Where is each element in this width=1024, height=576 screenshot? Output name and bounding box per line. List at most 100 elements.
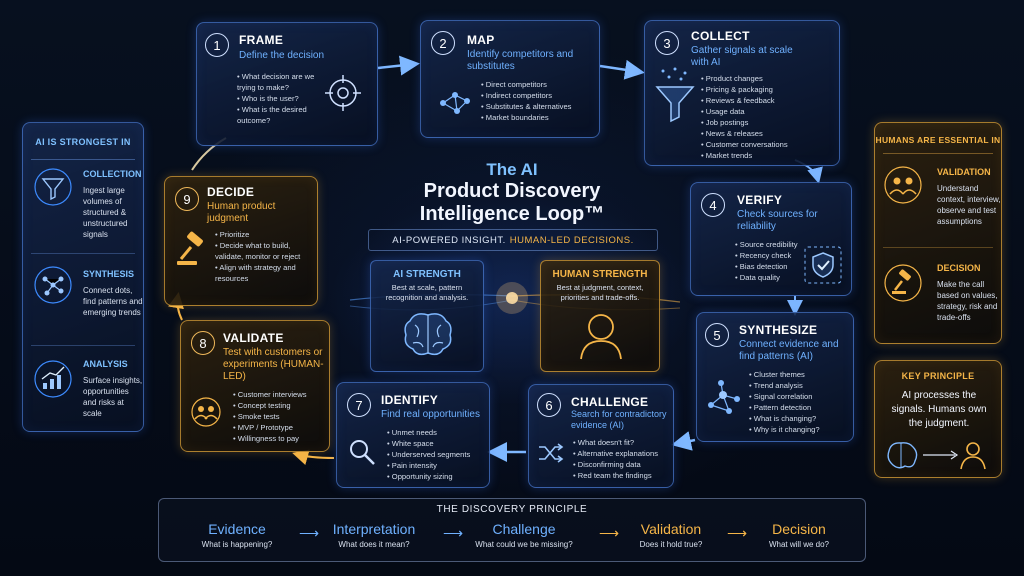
arrow-right-icon: ⟶: [599, 525, 620, 541]
step-collect-card[interactable]: 3 COLLECT Gather signals at scale with A…: [644, 20, 840, 166]
bullet: What is changing?: [749, 413, 849, 424]
principle-question: What is happening?: [201, 540, 273, 549]
step-subtitle: Check sources for reliability: [737, 209, 818, 232]
principle-word: Challenge: [492, 521, 556, 537]
arrow-2-3: [599, 59, 645, 80]
title-line1: The AI: [486, 160, 538, 179]
title-line2: Product Discovery: [423, 180, 601, 202]
bullet: Unmet needs: [387, 427, 487, 438]
bullet: Customer conversations: [701, 139, 831, 150]
step-subtitle: Search for contradictory evidence (AI): [571, 409, 667, 430]
human-strength-desc: Best at judgment, context, priorities an…: [556, 283, 644, 302]
item-desc: Ingest large volumes of structured & uns…: [83, 186, 128, 239]
tagline-ai: AI-POWERED INSIGHT.: [392, 234, 506, 246]
item-title: DECISION: [937, 263, 981, 273]
shield-check-icon: [804, 246, 842, 284]
step-verify-card[interactable]: 4 VERIFY Check sources for reliability S…: [690, 182, 852, 296]
step-validate-card[interactable]: 8 VALIDATE Test with customers or experi…: [180, 320, 330, 452]
step-bullets: Cluster themes Trend analysis Signal cor…: [749, 369, 849, 435]
people-icon: [191, 397, 221, 427]
cluster-network-icon: [708, 380, 740, 414]
people-icon: [884, 166, 922, 204]
step-number: 5: [705, 323, 729, 347]
step-map-card[interactable]: 2 MAP Identify competitors and substitut…: [420, 20, 600, 138]
principle-step-interpretation: Interpretation What does it mean?: [319, 521, 429, 549]
item-desc: Surface insights, opportunities and risk…: [83, 376, 143, 418]
principle-question: Does it hold true?: [639, 540, 703, 549]
network-icon: [34, 266, 72, 304]
bullet: Disconfirming data: [573, 459, 673, 470]
bullet: Who is the user?: [237, 93, 317, 104]
step-frame-card[interactable]: 1 FRAME Define the decision What decisio…: [196, 22, 378, 146]
gavel-icon: [177, 231, 203, 265]
item-desc: Understand context, interview, observe a…: [937, 184, 1001, 226]
bullet: Signal correlation: [749, 391, 849, 402]
arrow-1-2: [377, 55, 420, 76]
step-decide-card[interactable]: 9 DECIDE Human product judgment Prioriti…: [164, 176, 318, 306]
bullet: What doesn't fit?: [573, 437, 673, 448]
step-number: 7: [347, 393, 371, 417]
step-number: 3: [655, 31, 679, 55]
principle-word: Evidence: [208, 521, 266, 537]
item-title: ANALYSIS: [83, 359, 128, 369]
human-strength-panel: HUMAN STRENGTH Best at judgment, context…: [540, 260, 660, 372]
step-bullets: Customer interviews Concept testing Smok…: [233, 389, 329, 444]
step-subtitle: Define the decision: [239, 50, 325, 61]
panel-heading: AI IS STRONGEST IN: [35, 137, 131, 147]
step-subtitle: Human product judgment: [207, 201, 276, 224]
bullet: Job postings: [701, 117, 831, 128]
magnifier-icon: [350, 440, 375, 465]
bullet: News & releases: [701, 128, 831, 139]
key-principle-panel: KEY PRINCIPLE AI processes the signals. …: [874, 360, 1002, 478]
principle-question: What will we do?: [768, 540, 830, 549]
step-synthesize-card[interactable]: 5 SYNTHESIZE Connect evidence and find p…: [696, 312, 854, 442]
step-subtitle: Connect evidence and find patterns (AI): [739, 339, 839, 362]
step-number: 9: [175, 187, 199, 211]
step-subtitle: Identify competitors and substitutes: [467, 49, 574, 72]
tagline-human: HUMAN-LED DECISIONS.: [509, 234, 634, 246]
step-title: CHALLENGE: [571, 395, 649, 409]
principle-step-challenge: Challenge What could we be missing?: [465, 521, 583, 549]
step-number: 2: [431, 31, 455, 55]
tagline: AI-POWERED INSIGHT. HUMAN-LED DECISIONS.: [368, 229, 658, 251]
discovery-principle-bar: THE DISCOVERY PRINCIPLE Evidence What is…: [158, 498, 866, 562]
step-bullets: Direct competitors Indirect competitors …: [481, 79, 596, 123]
bullet: Indirect competitors: [481, 90, 596, 101]
bullet: Product changes: [701, 73, 831, 84]
bullet: Smoke tests: [233, 411, 329, 422]
step-number: 4: [701, 193, 725, 217]
panel-heading: KEY PRINCIPLE: [901, 371, 975, 381]
bullet: Market boundaries: [481, 112, 596, 123]
bullet: Underserved segments: [387, 449, 487, 460]
funnel-icon: [655, 67, 695, 123]
item-title: SYNTHESIS: [83, 269, 135, 279]
step-challenge-card[interactable]: 6 CHALLENGE Search for contradictory evi…: [528, 384, 674, 488]
bullet: Pain intensity: [387, 460, 487, 471]
bullet: White space: [387, 438, 487, 449]
bullet: MVP / Prototype: [233, 422, 329, 433]
network-icon: [440, 92, 470, 114]
step-title: VALIDATE: [223, 331, 284, 345]
step-bullets: What decision are we trying to make? Who…: [237, 71, 317, 126]
arrow-right-icon: ⟶: [727, 525, 748, 541]
gavel-icon: [884, 264, 922, 302]
bullet: What decision are we trying to make?: [237, 71, 317, 93]
principle-heading: THE DISCOVERY PRINCIPLE: [436, 504, 588, 515]
shuffle-icon: [539, 443, 564, 463]
item-title: VALIDATION: [937, 167, 991, 177]
step-bullets: Source credibility Recency check Bias de…: [735, 239, 815, 283]
step-title: MAP: [467, 33, 495, 47]
arrow-5-6: [671, 431, 696, 451]
title-line3: Intelligence Loop™: [419, 203, 605, 225]
step-subtitle: Find real opportunities: [381, 409, 480, 420]
principle-question: What could we be missing?: [475, 540, 573, 549]
item-desc: Make the call based on values, strategy,…: [937, 280, 998, 322]
trend-chart-icon: [34, 360, 72, 398]
bullet: Data quality: [735, 272, 815, 283]
ai-strength-title: AI STRENGTH: [393, 269, 461, 280]
bullet: Decide what to build, validate, monitor …: [215, 240, 315, 262]
step-identify-card[interactable]: 7 IDENTIFY Find real opportunities Unmet…: [336, 382, 490, 488]
bullet: Direct competitors: [481, 79, 596, 90]
panel-heading: HUMANS ARE ESSENTIAL IN: [875, 135, 1001, 145]
principle-word: Interpretation: [332, 521, 416, 537]
